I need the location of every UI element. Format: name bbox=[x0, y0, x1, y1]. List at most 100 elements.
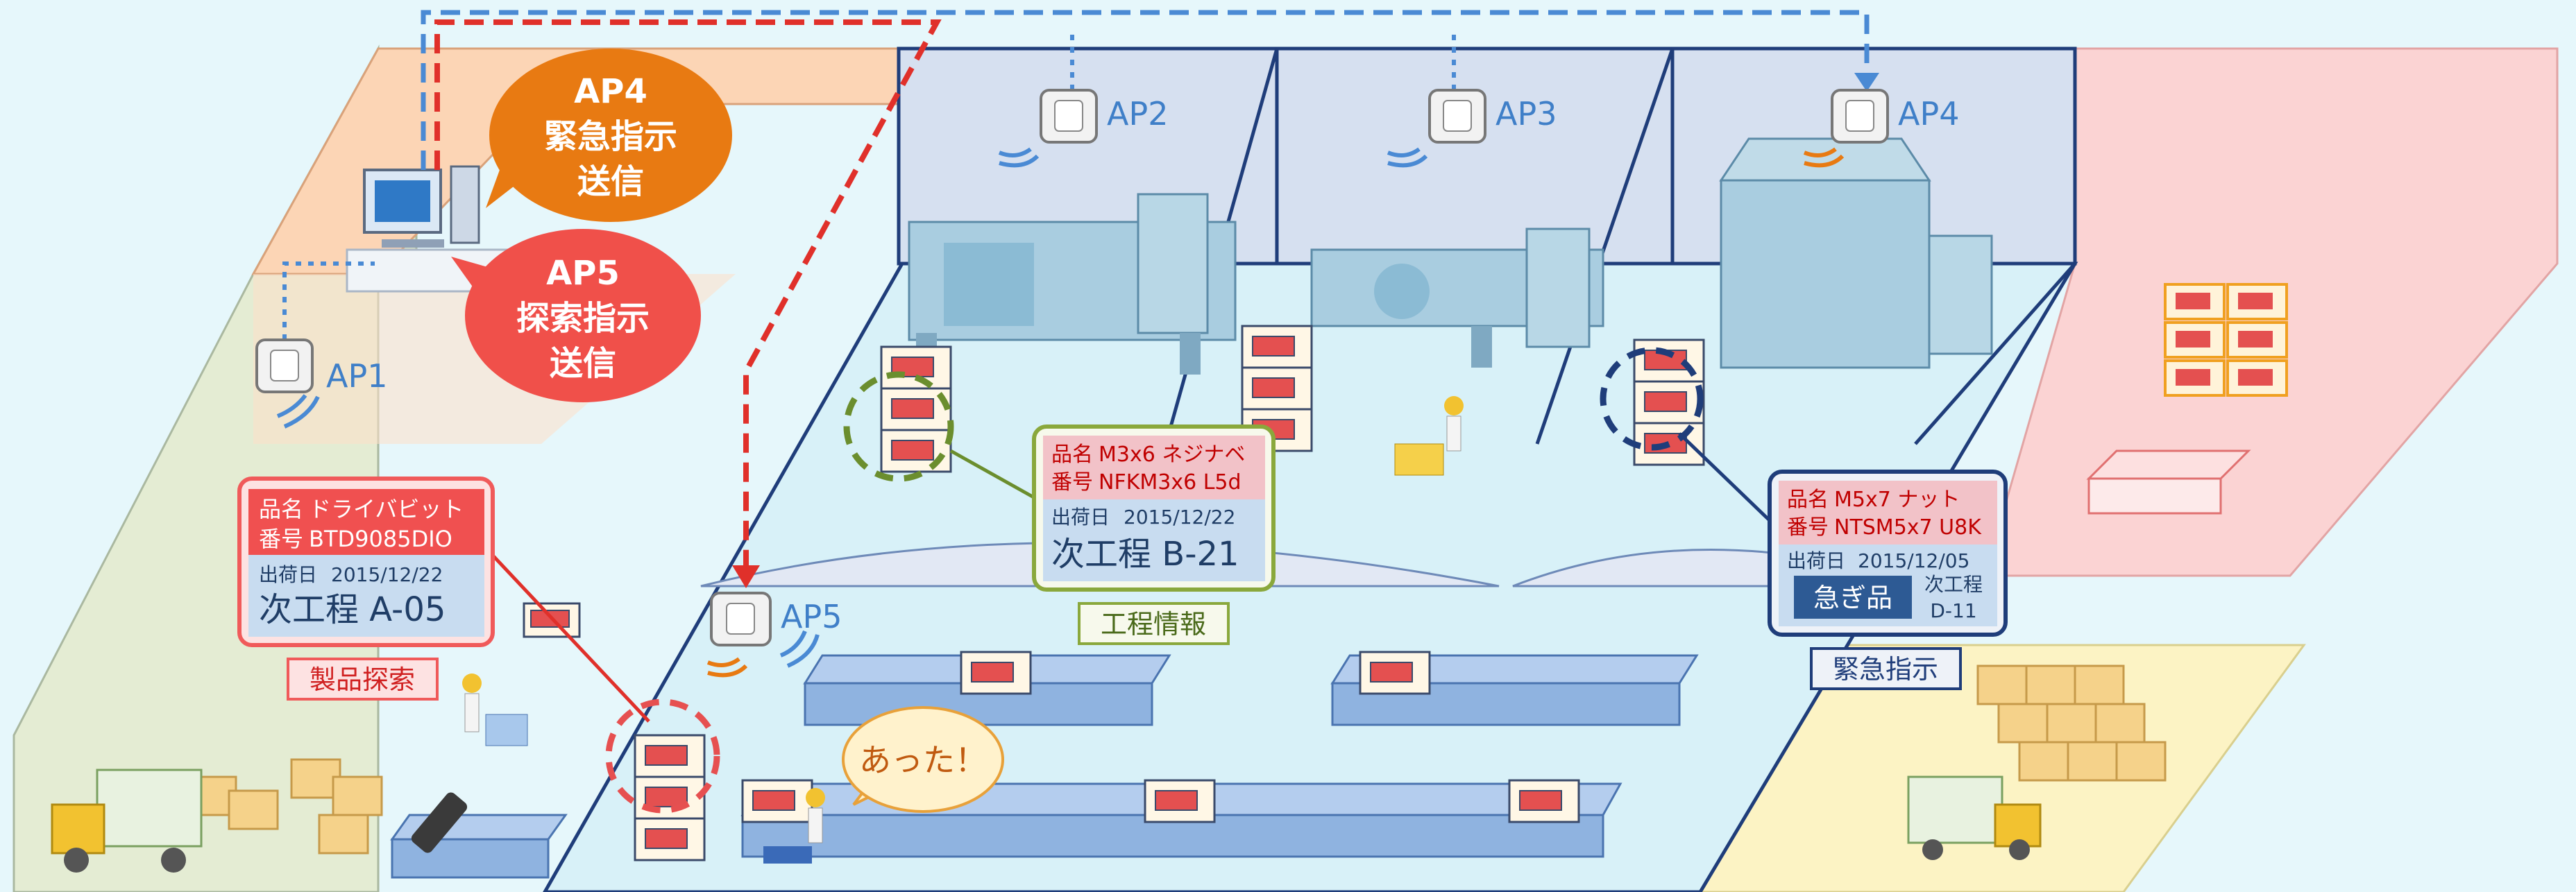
tag-urgent-text: 緊急指示 bbox=[1833, 654, 1938, 685]
orange-bin bbox=[2164, 359, 2226, 397]
bubble-ap5-line2: 探索指示 bbox=[516, 299, 650, 338]
bin bbox=[1359, 651, 1431, 695]
tag-search-text: 製品探索 bbox=[310, 664, 415, 695]
urgent-highlight-circle bbox=[1600, 347, 1704, 451]
bubble-ap4: AP4 緊急指示 送信 bbox=[486, 49, 732, 222]
machine-ap4 bbox=[1719, 137, 1993, 369]
card-search-body bbox=[248, 555, 484, 637]
bay-divider-3 bbox=[1914, 262, 2076, 445]
search-highlight-circle bbox=[605, 698, 720, 814]
worker-icon bbox=[462, 674, 528, 746]
red-zone-table-top bbox=[2086, 449, 2251, 480]
card-process-number-value: NFKM3x6 L5d bbox=[1099, 470, 1242, 495]
tag-process: 工程情報 bbox=[1078, 602, 1230, 645]
link-ap5-command bbox=[434, 19, 942, 569]
bubble-ap5-outer bbox=[465, 229, 701, 402]
bin bbox=[1241, 366, 1313, 411]
bubble-found: あった！ bbox=[842, 706, 1004, 813]
worker-icon bbox=[763, 788, 825, 864]
orange-bin bbox=[2164, 283, 2226, 320]
handheld-scanner-icon bbox=[411, 792, 468, 853]
orange-bin bbox=[2226, 321, 2288, 359]
card-search-header bbox=[248, 489, 484, 555]
machine-ap3 bbox=[1310, 228, 1604, 368]
tag-process-text: 工程情報 bbox=[1101, 609, 1206, 640]
ap3-label: AP3 bbox=[1495, 95, 1557, 132]
signal-icon bbox=[276, 394, 307, 418]
card-search-name-label: 品名 bbox=[259, 496, 303, 522]
bin bbox=[634, 734, 706, 778]
bin bbox=[880, 429, 952, 473]
bin bbox=[741, 779, 813, 823]
process-highlight-circle bbox=[843, 371, 954, 482]
bubble-ap5-line1: AP5 bbox=[546, 254, 620, 293]
urgent-badge bbox=[1794, 576, 1912, 619]
ap5-label: AP5 bbox=[781, 598, 842, 635]
card-process-ship-label: 出荷日 bbox=[1051, 506, 1110, 529]
worker-icon bbox=[1394, 396, 1464, 476]
bubble-ap5-line3: 送信 bbox=[550, 344, 616, 383]
tag-search: 製品探索 bbox=[287, 658, 439, 701]
signal-icon bbox=[998, 147, 1032, 157]
orange-bin bbox=[2226, 283, 2288, 320]
card-search-number-label: 番号 bbox=[259, 526, 303, 552]
urgent-badge-text: 急ぎ品 bbox=[1813, 583, 1892, 613]
bin bbox=[1633, 380, 1705, 424]
signal-icon bbox=[1803, 147, 1837, 157]
bin bbox=[880, 345, 952, 390]
link-ap1 bbox=[282, 261, 375, 340]
signal-icon bbox=[1387, 147, 1421, 157]
ap1-device: AP1 bbox=[255, 338, 387, 429]
card-urgent-name-label: 品名 bbox=[1787, 488, 1829, 512]
bin bbox=[1144, 779, 1216, 823]
leader-search bbox=[484, 547, 650, 723]
card-search-name-value: ドライバビット bbox=[309, 496, 464, 522]
card-urgent-number-value: NTSM5x7 U8K bbox=[1834, 515, 1982, 540]
orange-bin bbox=[2226, 359, 2288, 397]
arrow-ap5 bbox=[732, 565, 760, 588]
leader-urgent bbox=[1678, 432, 1778, 529]
tag-urgent: 緊急指示 bbox=[1810, 647, 1962, 690]
ap4-device: AP4 bbox=[1803, 89, 1959, 168]
bubble-ap4-line3: 送信 bbox=[577, 162, 644, 201]
bay-divider-2 bbox=[1535, 48, 1675, 445]
red-zone-table bbox=[2087, 477, 2222, 515]
leader-process bbox=[949, 449, 1039, 501]
card-process-body bbox=[1043, 499, 1265, 581]
ap3-device: AP3 bbox=[1387, 89, 1557, 168]
bubble-ap4-line1: AP4 bbox=[574, 72, 647, 111]
cardboard-boxes-right bbox=[1976, 664, 2167, 782]
bubble-ap5: AP5 探索指示 送信 bbox=[451, 229, 701, 402]
bubble-ap4-line2: 緊急指示 bbox=[544, 117, 677, 156]
card-process-header bbox=[1043, 436, 1265, 499]
link-ap4-command bbox=[421, 10, 1870, 170]
card-search-ship-label: 出荷日 bbox=[259, 563, 317, 586]
bin bbox=[634, 775, 706, 820]
card-process-name-label: 品名 bbox=[1051, 443, 1093, 467]
card-search-next-process: 次工程 A-05 bbox=[259, 590, 446, 629]
card-urgent-header bbox=[1779, 481, 1997, 544]
ap5-device: AP5 bbox=[706, 592, 842, 678]
card-urgent-number-label: 番号 bbox=[1787, 515, 1829, 540]
bay-ap3-wall bbox=[1275, 46, 1675, 266]
ap1-label: AP1 bbox=[326, 357, 387, 395]
wireless-links bbox=[282, 10, 1879, 588]
signal-icon bbox=[706, 657, 740, 667]
delivery-truck-right bbox=[1907, 775, 2042, 860]
cardboard-boxes-left bbox=[186, 758, 383, 855]
bin bbox=[960, 651, 1032, 695]
card-urgent-next-code: D-11 bbox=[1930, 599, 1976, 622]
